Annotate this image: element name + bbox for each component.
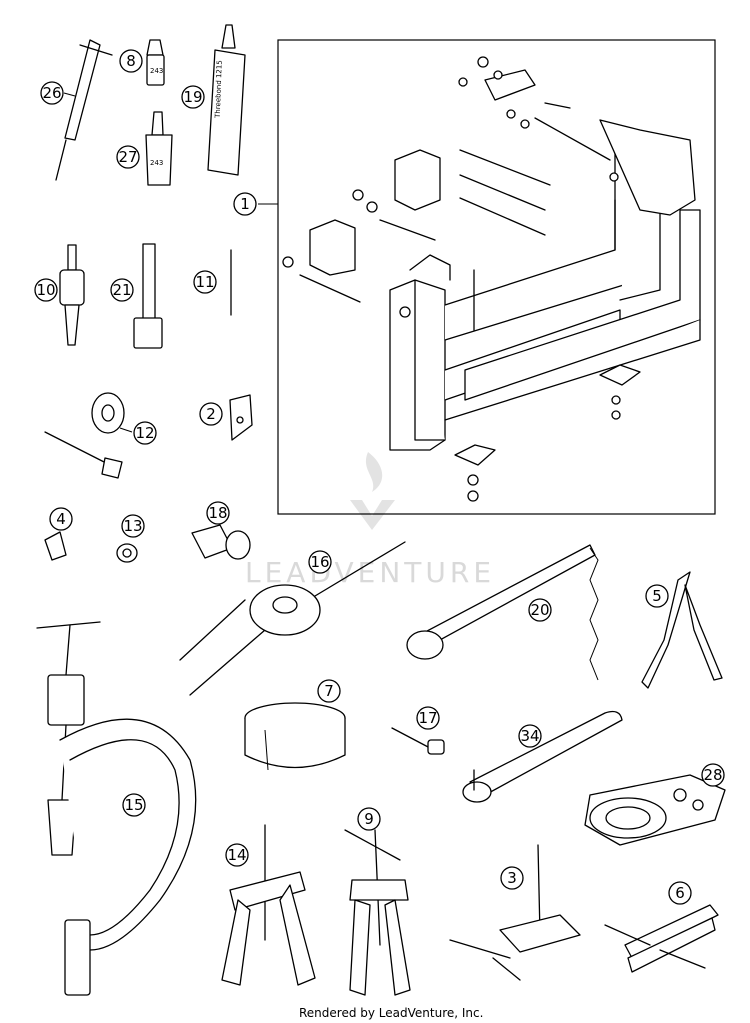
svg-text:2: 2 xyxy=(206,405,216,423)
callout-27: 27 xyxy=(116,145,140,169)
part-19-sealant-tube: Threebond 1215 xyxy=(207,24,246,176)
callout-21: 21 xyxy=(110,278,134,302)
svg-text:26: 26 xyxy=(42,84,61,102)
part-34-pin-wrench xyxy=(462,710,623,803)
callout-34: 34 xyxy=(518,724,542,748)
part-15-valve-spring-compressor xyxy=(36,621,197,996)
part-16-gear-puller xyxy=(179,541,406,696)
callout-19: 19 xyxy=(181,85,205,109)
svg-text:12: 12 xyxy=(135,424,154,442)
callout-12: 12 xyxy=(133,421,157,445)
svg-text:1: 1 xyxy=(240,195,250,213)
svg-text:16: 16 xyxy=(310,553,329,571)
callout-3: 3 xyxy=(500,866,524,890)
svg-text:15: 15 xyxy=(124,796,143,814)
part-12-bolt-washer xyxy=(44,392,133,479)
bottle-27-label: 243 xyxy=(150,159,163,167)
callout-28: 28 xyxy=(701,763,725,787)
callout-16: 16 xyxy=(308,550,332,574)
part-8-threadlocker-bottle: 243 xyxy=(146,39,165,86)
part-20-chain-wrench xyxy=(406,544,599,681)
part-9-puller xyxy=(344,829,411,996)
svg-text:10: 10 xyxy=(36,281,55,299)
part-1-assembly-frame xyxy=(277,39,716,515)
svg-text:5: 5 xyxy=(652,587,662,605)
footer-credit: Rendered by LeadVenture, Inc. xyxy=(299,1006,483,1020)
svg-text:18: 18 xyxy=(208,504,227,522)
svg-text:21: 21 xyxy=(112,281,131,299)
callout-20: 20 xyxy=(528,598,552,622)
callout-18: 18 xyxy=(206,501,230,525)
svg-text:13: 13 xyxy=(123,517,142,535)
svg-text:27: 27 xyxy=(118,148,137,166)
part-26-grease-syringe xyxy=(55,39,113,181)
svg-text:6: 6 xyxy=(675,884,685,902)
callout-15: 15 xyxy=(122,793,146,817)
part-27-threadlocker-bottle: 243 xyxy=(145,111,173,186)
part-14-bearing-puller xyxy=(221,824,316,986)
part-17-tool xyxy=(391,727,445,755)
svg-text:11: 11 xyxy=(195,273,214,291)
part-10-puller xyxy=(59,244,85,346)
watermark-text: LEADVENTURE xyxy=(245,556,495,589)
part-13-nut xyxy=(116,543,138,563)
callout-4: 4 xyxy=(49,507,73,531)
svg-text:4: 4 xyxy=(56,510,66,528)
callout-14: 14 xyxy=(225,843,249,867)
callout-7: 7 xyxy=(317,679,341,703)
callout-2: 2 xyxy=(199,402,223,426)
svg-text:9: 9 xyxy=(364,810,374,828)
callout-13: 13 xyxy=(121,514,145,538)
callout-1: 1 xyxy=(233,192,257,216)
engine-stand-drawing xyxy=(282,56,701,502)
part-18-adapter xyxy=(191,524,251,560)
callout-26: 26 xyxy=(40,81,64,105)
svg-text:20: 20 xyxy=(530,601,549,619)
part-3-chain-tool xyxy=(449,844,581,981)
part-7-ring-compressor xyxy=(244,702,346,771)
svg-text:3: 3 xyxy=(507,869,517,887)
svg-text:28: 28 xyxy=(703,766,722,784)
callout-11: 11 xyxy=(193,270,217,294)
svg-text:19: 19 xyxy=(183,88,202,106)
bottle-8-label: 243 xyxy=(150,67,163,75)
svg-text:7: 7 xyxy=(324,682,334,700)
callout-6: 6 xyxy=(668,881,692,905)
part-5-circlip-pliers xyxy=(641,571,723,689)
part-2-bracket xyxy=(229,394,253,441)
tube-19-label: Threebond 1215 xyxy=(214,60,224,119)
svg-text:34: 34 xyxy=(520,727,539,745)
part-4-nozzle xyxy=(44,531,67,561)
callout-17: 17 xyxy=(416,706,440,730)
svg-text:14: 14 xyxy=(227,846,246,864)
watermark: LEADVENTURE xyxy=(245,452,495,589)
svg-text:8: 8 xyxy=(126,52,136,70)
callout-9: 9 xyxy=(357,807,381,831)
callout-8: 8 xyxy=(119,49,143,73)
callout-5: 5 xyxy=(645,584,669,608)
callout-10: 10 xyxy=(34,278,58,302)
svg-text:17: 17 xyxy=(418,709,437,727)
part-28-clutch-holder xyxy=(584,774,726,846)
part-21-tool xyxy=(133,243,163,349)
part-6-holder xyxy=(604,904,719,973)
